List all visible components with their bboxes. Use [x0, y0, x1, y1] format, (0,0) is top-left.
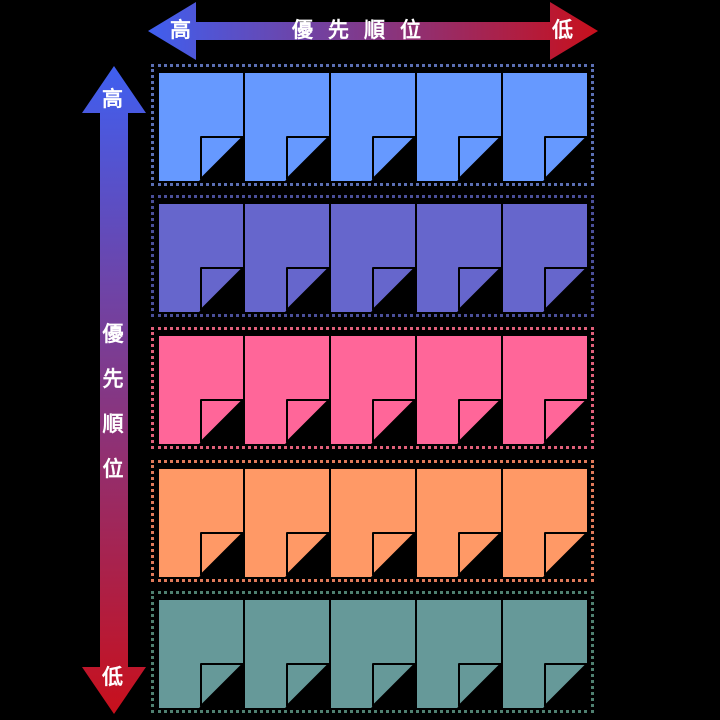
document-card-icon	[245, 600, 329, 708]
document-card-icon	[417, 73, 501, 181]
vertical-priority-arrow	[82, 66, 146, 714]
document-card-icon	[331, 204, 415, 312]
horizontal-low-label: 低	[552, 18, 573, 42]
document-card-icon	[245, 336, 329, 444]
document-card-icon	[245, 469, 329, 577]
document-card-icon	[417, 204, 501, 312]
vertical-low-label: 低	[102, 665, 123, 689]
document-card-icon	[331, 73, 415, 181]
vertical-high-label: 高	[102, 87, 123, 111]
priority-group-2	[151, 195, 594, 317]
document-card-icon	[417, 600, 501, 708]
document-card-icon	[503, 336, 587, 444]
priority-group-4	[151, 460, 594, 582]
document-card-icon	[331, 336, 415, 444]
vertical-priority-title-char: 先	[102, 367, 124, 391]
document-card-icon	[245, 204, 329, 312]
document-card-icon	[245, 73, 329, 181]
priority-group-3	[151, 327, 594, 449]
document-card-icon	[331, 600, 415, 708]
priority-group-5	[151, 591, 594, 713]
vertical-priority-title-char: 位	[102, 457, 124, 481]
horizontal-priority-title: 優先順位	[292, 18, 436, 42]
document-card-icon	[503, 204, 587, 312]
vertical-priority-title: 優先順位	[101, 312, 125, 492]
document-card-icon	[159, 73, 243, 181]
document-card-icon	[503, 600, 587, 708]
vertical-priority-title-char: 優	[102, 322, 124, 346]
document-card-icon	[159, 336, 243, 444]
document-card-icon	[159, 600, 243, 708]
document-card-icon	[503, 73, 587, 181]
document-card-icon	[159, 469, 243, 577]
document-card-icon	[159, 204, 243, 312]
document-card-icon	[417, 336, 501, 444]
document-card-icon	[331, 469, 415, 577]
horizontal-high-label: 高	[170, 18, 191, 42]
document-card-icon	[417, 469, 501, 577]
priority-group-1	[151, 64, 594, 186]
document-card-icon	[503, 469, 587, 577]
vertical-priority-title-char: 順	[102, 412, 124, 436]
horizontal-priority-arrow	[148, 2, 598, 60]
